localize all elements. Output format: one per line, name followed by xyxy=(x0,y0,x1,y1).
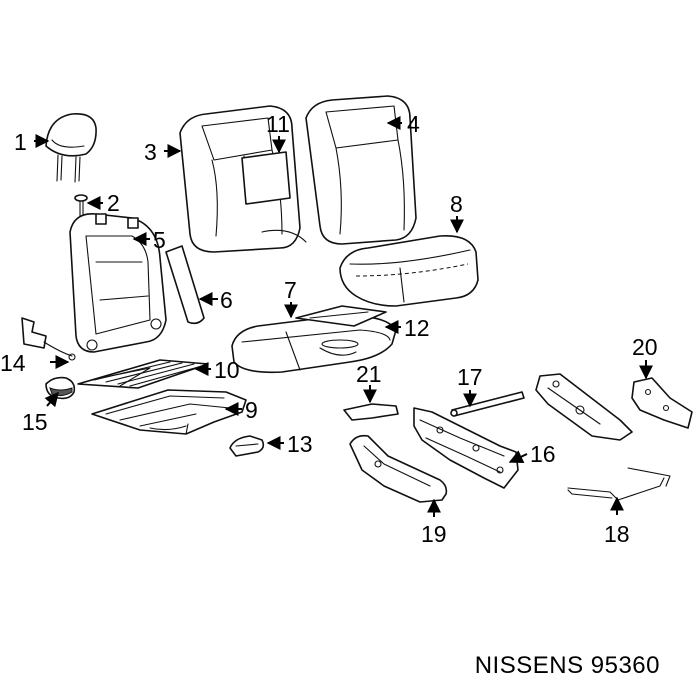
callout-8: 8 xyxy=(450,191,463,217)
seat-track xyxy=(413,373,633,489)
leader-lines xyxy=(34,116,653,517)
side-shield xyxy=(349,434,448,503)
recliner-cable xyxy=(21,317,76,361)
seat-cushion-cover xyxy=(339,235,479,307)
spring-mat xyxy=(77,359,209,389)
callout-14: 14 xyxy=(0,350,26,376)
seat-back-cushion xyxy=(305,95,417,245)
wire-frame xyxy=(567,467,671,501)
part-number-caption: NISSENS 95360 xyxy=(474,652,660,679)
seat-back-frame xyxy=(69,213,167,353)
callout-3: 3 xyxy=(144,139,157,165)
callout-10: 10 xyxy=(214,357,240,383)
callout-11: 11 xyxy=(266,111,290,137)
recline-knob xyxy=(45,376,76,400)
callout-21: 21 xyxy=(356,361,382,387)
callout-20: 20 xyxy=(632,334,658,360)
seat-insert xyxy=(295,305,387,327)
callout-labels: 1 2 3 4 5 6 7 8 9 10 11 12 13 14 15 16 1… xyxy=(0,111,658,547)
callout-13: 13 xyxy=(287,431,313,457)
callout-1: 1 xyxy=(14,129,27,155)
callout-4: 4 xyxy=(407,111,420,137)
side-panel xyxy=(165,245,205,325)
callout-5: 5 xyxy=(153,227,166,253)
headrest-guide xyxy=(74,194,88,218)
headrest xyxy=(45,112,97,183)
trim-piece xyxy=(229,435,265,457)
seat-cushion-pad xyxy=(231,314,397,374)
callout-18: 18 xyxy=(604,521,630,547)
callout-9: 9 xyxy=(245,397,258,423)
side-bracket xyxy=(631,377,693,429)
callout-2: 2 xyxy=(107,190,120,216)
back-panel xyxy=(241,151,291,205)
callout-17: 17 xyxy=(457,364,483,390)
seat-pan xyxy=(91,389,247,435)
callout-12: 12 xyxy=(404,315,430,341)
callout-19: 19 xyxy=(421,521,447,547)
bracket xyxy=(343,403,399,421)
callout-16: 16 xyxy=(530,441,556,467)
torsion-rod xyxy=(450,391,525,417)
callout-6: 6 xyxy=(220,287,233,313)
callout-15: 15 xyxy=(22,409,48,435)
callout-7: 7 xyxy=(284,277,297,303)
